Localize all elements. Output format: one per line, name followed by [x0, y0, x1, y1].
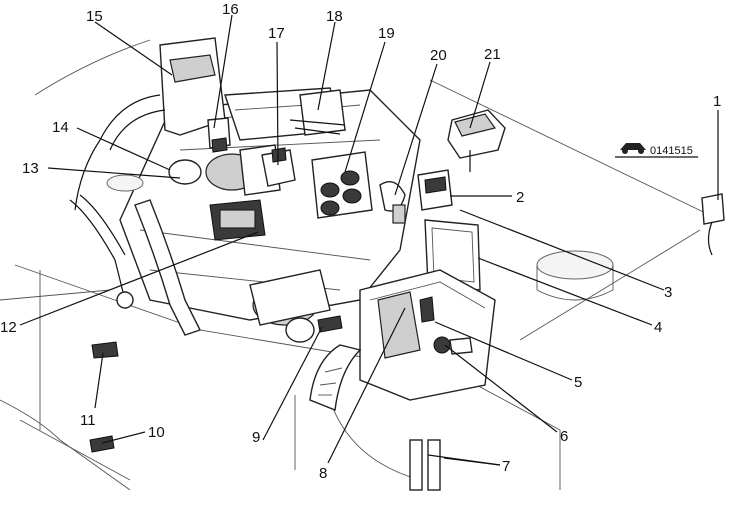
- callout-11: 11: [80, 412, 96, 429]
- car-icon: [620, 143, 646, 154]
- callout-19: 19: [378, 25, 395, 42]
- components: [89, 89, 725, 491]
- callout-8: 8: [319, 465, 327, 482]
- callout-20: 20: [430, 47, 447, 64]
- callout-12: 12: [0, 319, 17, 336]
- callout-1: 1: [713, 93, 721, 110]
- callout-14: 14: [52, 119, 69, 136]
- callout-21: 21: [484, 46, 501, 63]
- callout-6: 6: [560, 428, 568, 445]
- callout-17: 17: [268, 25, 285, 42]
- callout-15: 15: [86, 8, 103, 25]
- leader-lines: [19, 14, 719, 466]
- callout-13: 13: [22, 160, 39, 177]
- figure-code-text: 0141515: [650, 145, 693, 157]
- callout-5: 5: [574, 374, 582, 391]
- callout-7: 7: [502, 458, 510, 475]
- body-panels: [0, 39, 721, 491]
- callout-18: 18: [326, 8, 343, 25]
- callout-3: 3: [664, 284, 672, 301]
- callout-2: 2: [516, 189, 524, 206]
- callout-4: 4: [654, 319, 662, 336]
- callout-numbers: 1 2 3 4 5 6 7 8 9 10 11 12 13 14 15 16 1…: [0, 1, 721, 482]
- figure-code: 0141515: [615, 143, 698, 158]
- callout-16: 16: [222, 1, 239, 18]
- callout-9: 9: [252, 429, 260, 446]
- callout-10: 10: [148, 424, 165, 441]
